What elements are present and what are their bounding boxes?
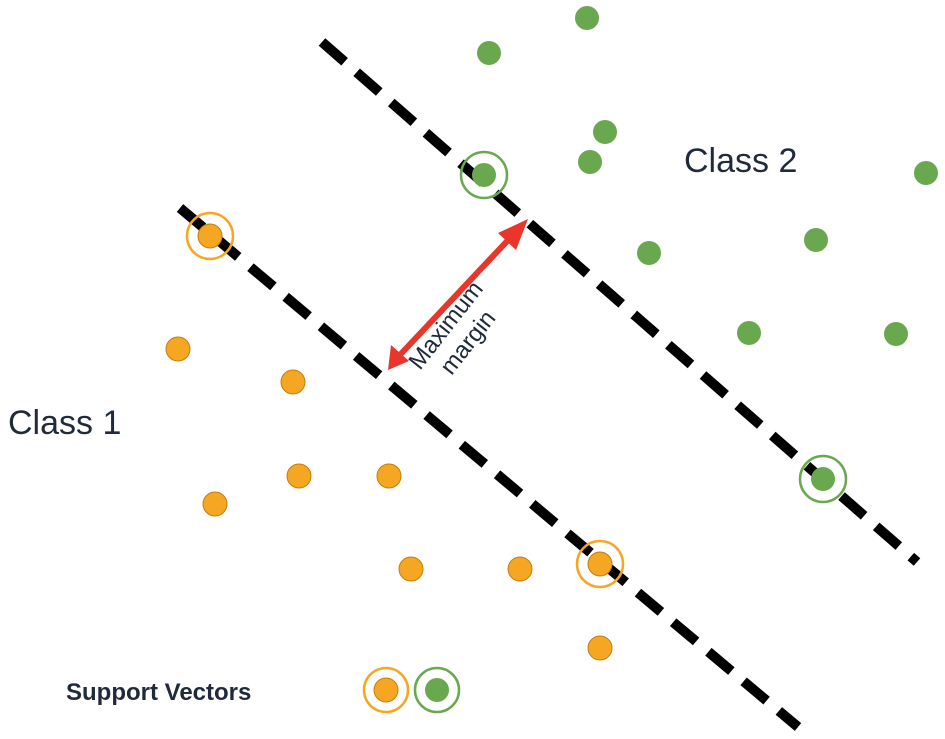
legend-class-1-point <box>373 677 399 703</box>
class-2-point <box>575 6 599 30</box>
class-1-support-vector-point <box>197 223 223 249</box>
class-2-point <box>593 120 617 144</box>
class-1-support-vectors <box>185 211 625 589</box>
class-1-support-vector-point <box>587 551 613 577</box>
class-2-support-vector-point <box>472 163 496 187</box>
class-2-support-vector-ring <box>798 454 848 504</box>
class-2-label: Class 2 <box>684 142 797 180</box>
legend-class-2-point <box>425 678 449 702</box>
class-1-point <box>165 336 191 362</box>
support-vectors-legend: Support Vectors <box>66 666 461 714</box>
legend-class-1-ring <box>362 666 410 714</box>
class-1-support-vector-ring <box>575 539 625 589</box>
class-1-label: Class 1 <box>8 404 121 442</box>
legend-label: Support Vectors <box>66 679 251 706</box>
class-1-point <box>507 556 533 582</box>
class-2-points <box>477 6 938 346</box>
maximum-margin-arrow <box>388 219 528 370</box>
class-1-margin-boundary <box>176 204 802 731</box>
class-1-points <box>165 336 613 661</box>
class-2-point <box>737 321 761 345</box>
class-1-point <box>202 491 228 517</box>
class-1-point <box>280 369 306 395</box>
class-2-point <box>914 161 938 185</box>
class-1-point <box>376 463 402 489</box>
margin-arrowhead-top <box>498 219 528 250</box>
class-2-support-vector-ring <box>459 150 509 200</box>
class-2-point <box>637 241 661 265</box>
margin-arrow-shaft <box>395 235 513 360</box>
class-2-point <box>884 322 908 346</box>
class-2-point <box>804 228 828 252</box>
class-1-support-vector-ring <box>185 211 235 261</box>
class-1-point <box>587 635 613 661</box>
class-2-support-vectors <box>459 150 848 504</box>
legend-class-2-ring <box>413 666 461 714</box>
class-2-point <box>578 150 602 174</box>
class-2-support-vector-point <box>811 467 835 491</box>
margin-arrowhead-bottom <box>388 345 409 370</box>
class-2-point <box>477 41 501 65</box>
class-1-point <box>398 556 424 582</box>
class-1-point <box>286 463 312 489</box>
